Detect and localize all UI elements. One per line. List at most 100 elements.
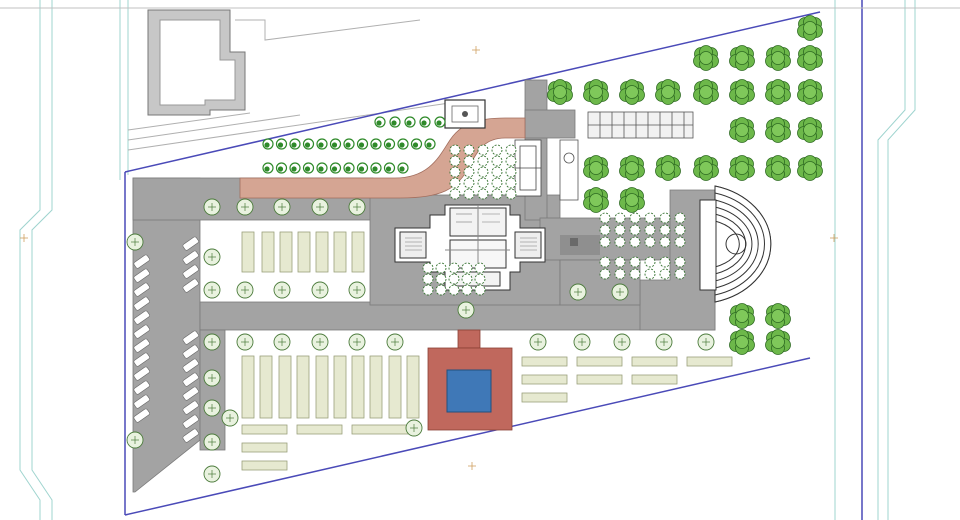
small-tree	[273, 333, 291, 351]
small-tree	[569, 283, 587, 301]
large-tree	[547, 79, 573, 105]
shrub	[302, 138, 315, 150]
shrub	[275, 162, 288, 174]
ornamental-tree	[463, 144, 475, 156]
shrub	[316, 162, 328, 174]
pergola-grid	[587, 111, 694, 139]
shrub	[410, 138, 423, 150]
small-tree	[311, 198, 329, 216]
small-tree	[273, 281, 291, 299]
ornamental-tree	[422, 273, 434, 285]
large-tree	[693, 45, 719, 71]
ornamental-tree	[674, 256, 686, 268]
ornamental-tree	[463, 188, 475, 200]
paved-darker	[560, 235, 600, 255]
large-tree	[729, 45, 755, 71]
shrub	[370, 138, 382, 150]
large-tree	[765, 117, 791, 143]
large-tree	[729, 329, 755, 355]
ornamental-tree	[461, 284, 473, 296]
amphitheater	[699, 185, 772, 303]
small-tree	[405, 419, 423, 437]
ornamental-tree	[448, 262, 460, 274]
site-boundary	[124, 11, 821, 516]
ornamental-tree	[629, 256, 641, 268]
garden-beds-upper	[241, 231, 365, 273]
large-tree	[765, 45, 791, 71]
small-tree	[273, 198, 291, 216]
ornamental-tree	[674, 224, 686, 236]
large-tree	[619, 79, 645, 105]
paved-areas	[132, 79, 716, 493]
shrub	[329, 138, 342, 150]
ornamental-tree	[477, 177, 489, 189]
ornamental-tree	[599, 236, 611, 248]
shrub	[397, 138, 409, 150]
ornamental-tree	[644, 256, 656, 268]
small-tree	[126, 431, 144, 449]
ornamental-tree	[659, 212, 671, 224]
ornamental-tree	[422, 284, 434, 296]
large-tree	[729, 303, 755, 329]
shrub	[389, 116, 401, 128]
ornamental-tree	[449, 188, 461, 200]
large-tree	[729, 79, 755, 105]
ornamental-tree	[449, 177, 461, 189]
ornamental-tree	[449, 144, 461, 156]
ornamental-tree	[491, 155, 503, 167]
large-tree	[797, 79, 823, 105]
large-tree	[765, 155, 791, 181]
ornamental-tree	[599, 224, 611, 236]
small-tree	[655, 333, 673, 351]
ornamental-tree	[505, 144, 517, 156]
ornamental-tree	[505, 188, 517, 200]
ornamental-tree	[614, 212, 626, 224]
small-tree	[573, 333, 591, 351]
small-tree	[236, 333, 254, 351]
ornamental-tree	[614, 268, 626, 280]
ornamental-tree	[435, 273, 447, 285]
ornamental-tree	[491, 177, 503, 189]
large-tree	[583, 79, 609, 105]
small-tree	[348, 198, 366, 216]
large-tree-canopies	[547, 15, 823, 355]
ornamental-tree	[614, 236, 626, 248]
garden-beds-lower	[241, 355, 420, 419]
small-tree	[697, 333, 715, 351]
ornamental-tree	[477, 144, 489, 156]
large-tree	[655, 79, 681, 105]
shrub	[370, 162, 382, 174]
small-tree	[613, 333, 631, 351]
hedge-shrubs	[262, 116, 446, 174]
ornamental-tree	[629, 212, 641, 224]
ornamental-tree	[435, 284, 447, 296]
ornamental-tree	[674, 212, 686, 224]
large-tree	[619, 155, 645, 181]
large-tree	[729, 117, 755, 143]
large-tree	[655, 155, 681, 181]
shrub	[383, 138, 396, 150]
ornamental-tree	[463, 166, 475, 178]
large-tree	[797, 15, 823, 41]
large-tree	[583, 155, 609, 181]
small-tree	[386, 333, 404, 351]
existing-building	[147, 9, 246, 116]
small-tree	[311, 281, 329, 299]
pool-plaza	[427, 329, 513, 431]
parking-stalls	[133, 236, 199, 443]
survey-markers	[20, 46, 838, 470]
ornamental-tree	[629, 268, 641, 280]
shrub	[419, 116, 431, 128]
entry-pavilion	[444, 99, 486, 129]
ornamental-tree	[463, 155, 475, 167]
small-tree	[203, 369, 221, 387]
small-tree	[203, 198, 221, 216]
shrub	[316, 138, 328, 150]
small-tree	[203, 433, 221, 451]
ornamental-tree	[448, 273, 460, 285]
existing-plot-lines	[127, 19, 471, 151]
ornamental-trees	[422, 144, 686, 296]
shrub	[404, 116, 416, 128]
shrub	[397, 162, 409, 174]
